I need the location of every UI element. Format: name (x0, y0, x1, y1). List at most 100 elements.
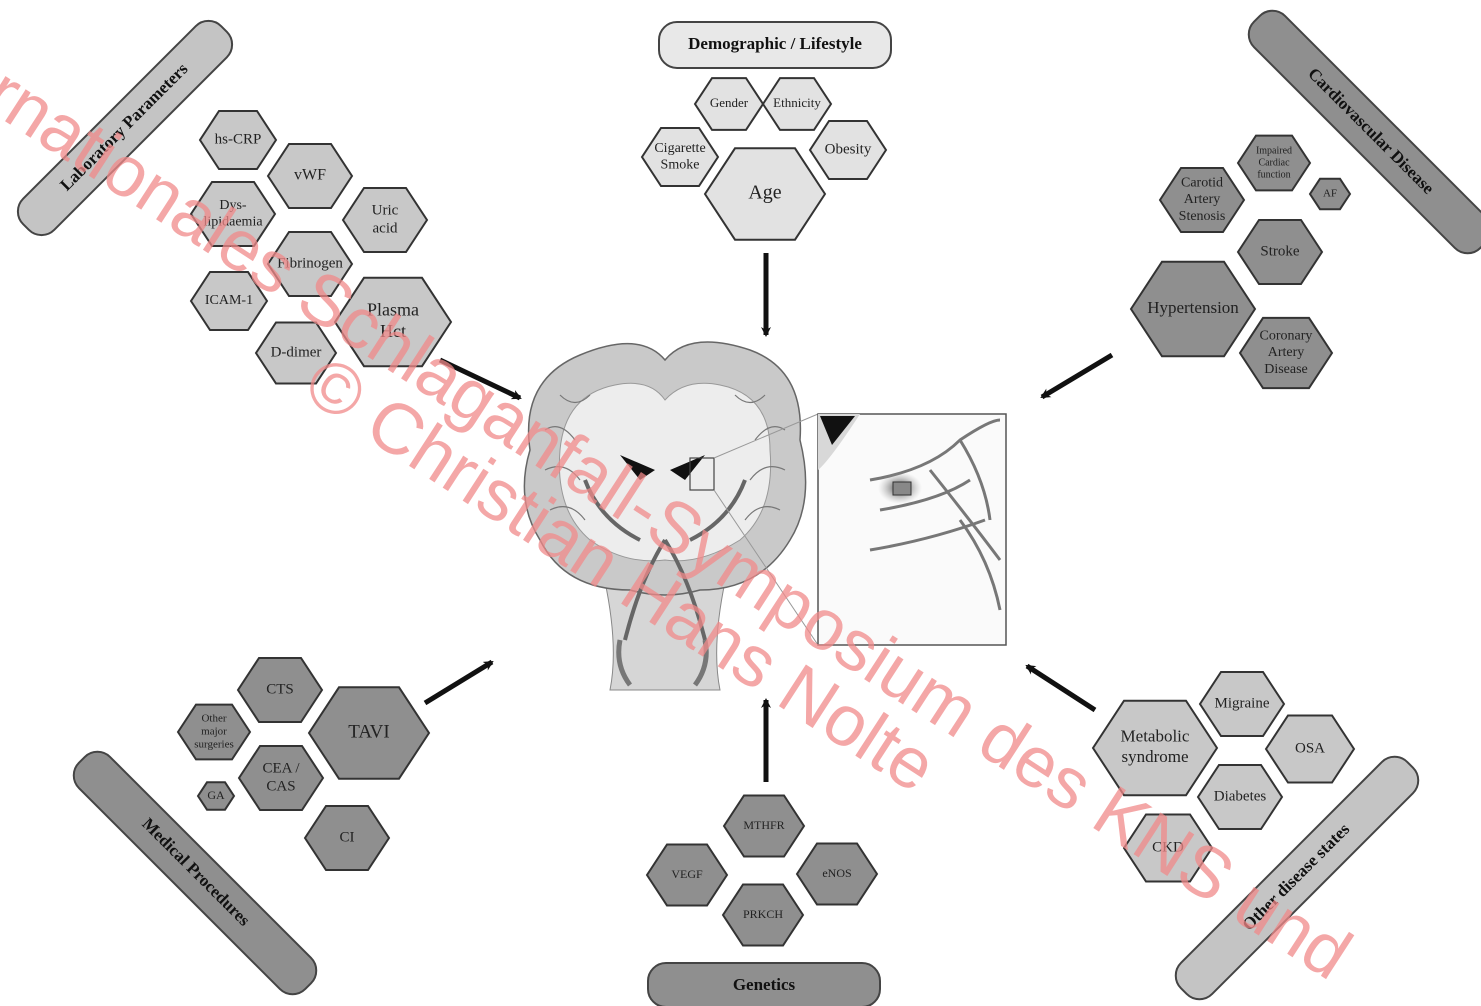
hexagon-migraine: Migraine (1198, 671, 1286, 737)
hexagon-fibrinogen: Fibrinogen (266, 231, 354, 297)
hexagon-label: function (1257, 169, 1290, 180)
hexagon-label: vWF (294, 167, 326, 184)
hexagon-stroke: Stroke (1236, 219, 1324, 285)
hexagon-shape (693, 77, 765, 131)
hexagon-label: Impaired (1256, 145, 1292, 156)
hexagon-label: Fibrinogen (277, 255, 343, 271)
hexagon-shape (721, 883, 805, 947)
hexagon-shape (808, 120, 888, 180)
hexagon-shape (1264, 714, 1356, 784)
category-medical-label: Medical Procedures (138, 814, 254, 930)
hexagon-label: CEA / (262, 760, 300, 776)
hexagon-label: Hypertension (1147, 298, 1239, 317)
hexagon-shape (236, 657, 324, 723)
hexagon-enos: eNOS (795, 842, 879, 906)
hexagon-shape (1091, 699, 1219, 797)
hexagon-label: ICAM-1 (205, 293, 253, 308)
hexagon-ddimer: D-dimer (254, 321, 338, 385)
hexagon-label: AF (1323, 188, 1337, 200)
hexagon-shape (189, 181, 277, 247)
hexagon-label: CAS (266, 778, 295, 794)
hexagon-label: VEGF (671, 867, 703, 881)
hexagon-gender: Gender (693, 77, 765, 131)
hexagon-label: CI (340, 829, 355, 845)
hexagon-label: acid (373, 220, 398, 236)
hexagon-mthfr: MTHFR (722, 794, 806, 858)
hexagon-obesity: Obesity (808, 120, 888, 180)
hexagon-label: Plasma (367, 299, 419, 319)
hexagon-shape (333, 276, 453, 368)
hexagon-label: Migraine (1215, 695, 1270, 711)
hexagon-label: Disease (1264, 362, 1308, 377)
hexagon-shape (703, 147, 827, 241)
hexagon-shape (176, 703, 252, 761)
hexagon-shape (1236, 219, 1324, 285)
arrows (423, 253, 1114, 782)
hexagon-label: syndrome (1121, 747, 1188, 766)
hexagon-label: D-dimer (271, 344, 322, 360)
hexagon-label: Diabetes (1214, 788, 1267, 804)
hexagon-diabetes: Diabetes (1196, 764, 1284, 830)
hexagon-shape (1198, 671, 1286, 737)
hexagon-label: Smoke (661, 158, 700, 173)
hexagon-uric: Uric acid (341, 187, 429, 253)
hexagon-shape (640, 127, 720, 187)
arrow-cardiovascular (1040, 352, 1114, 400)
hexagon-label: Coronary (1260, 328, 1313, 343)
brain-illustration (523, 341, 819, 691)
hexagon-af: AF (1308, 177, 1352, 211)
hexagon-shape (1308, 177, 1352, 211)
hexagon-dys: Dys-lipidaemia (189, 181, 277, 247)
hexagon-label: Uric (372, 202, 399, 218)
hexagon-shape (795, 842, 879, 906)
hexagon-label: Stroke (1260, 243, 1300, 259)
hexagon-label: TAVI (348, 721, 389, 742)
hexagon-age: Age (703, 147, 827, 241)
hexagon-shape (237, 745, 325, 811)
hexagon-shape (254, 321, 338, 385)
hexagon-label: GA (207, 788, 225, 802)
hexagon-label: Ethnicity (773, 95, 821, 110)
hexagon-label: Stenosis (1179, 209, 1226, 224)
hexagon-cea: CEA / CAS (237, 745, 325, 811)
hexagon-label: Age (748, 182, 781, 204)
hexagon-label: Dys- (219, 198, 247, 213)
vessel-occlusion-inset (817, 413, 1007, 646)
hexagon-shape (196, 781, 236, 811)
hexagon-shape (1129, 260, 1257, 358)
hexagon-label: Cardiac (1258, 157, 1290, 168)
hexagon-label: CTS (266, 681, 294, 697)
hexagon-osa: OSA (1264, 714, 1356, 784)
hexagon-vwf: vWF (266, 143, 354, 209)
hexagon-shape (341, 187, 429, 253)
category-demographic-label: Demographic / Lifestyle (688, 34, 862, 53)
hexagon-shape (1238, 316, 1334, 390)
category-genetics-label: Genetics (733, 975, 796, 994)
hexagon-ethnicity: Ethnicity (761, 77, 833, 131)
arrow-laboratory (438, 357, 522, 401)
hexagon-label: PRKCH (743, 907, 783, 921)
hexagon-shape (266, 143, 354, 209)
hexagon-shape (189, 271, 269, 331)
hexagon-shape (198, 110, 278, 170)
hexagon-label: Cigarette (654, 141, 705, 156)
hexagon-shape (722, 794, 806, 858)
hexagon-shape (761, 77, 833, 131)
hexagon-label: CKD (1152, 839, 1184, 855)
hexagon-label: Carotid (1181, 175, 1223, 190)
hexagon-label: surgeries (194, 739, 234, 751)
hexagon-label: eNOS (822, 866, 851, 880)
hexagon-shape (645, 843, 729, 907)
hexagon-hscrp: hs-CRP (198, 110, 278, 170)
hexagon-label: Obesity (825, 141, 872, 157)
hexagon-label: hs-CRP (215, 131, 262, 147)
